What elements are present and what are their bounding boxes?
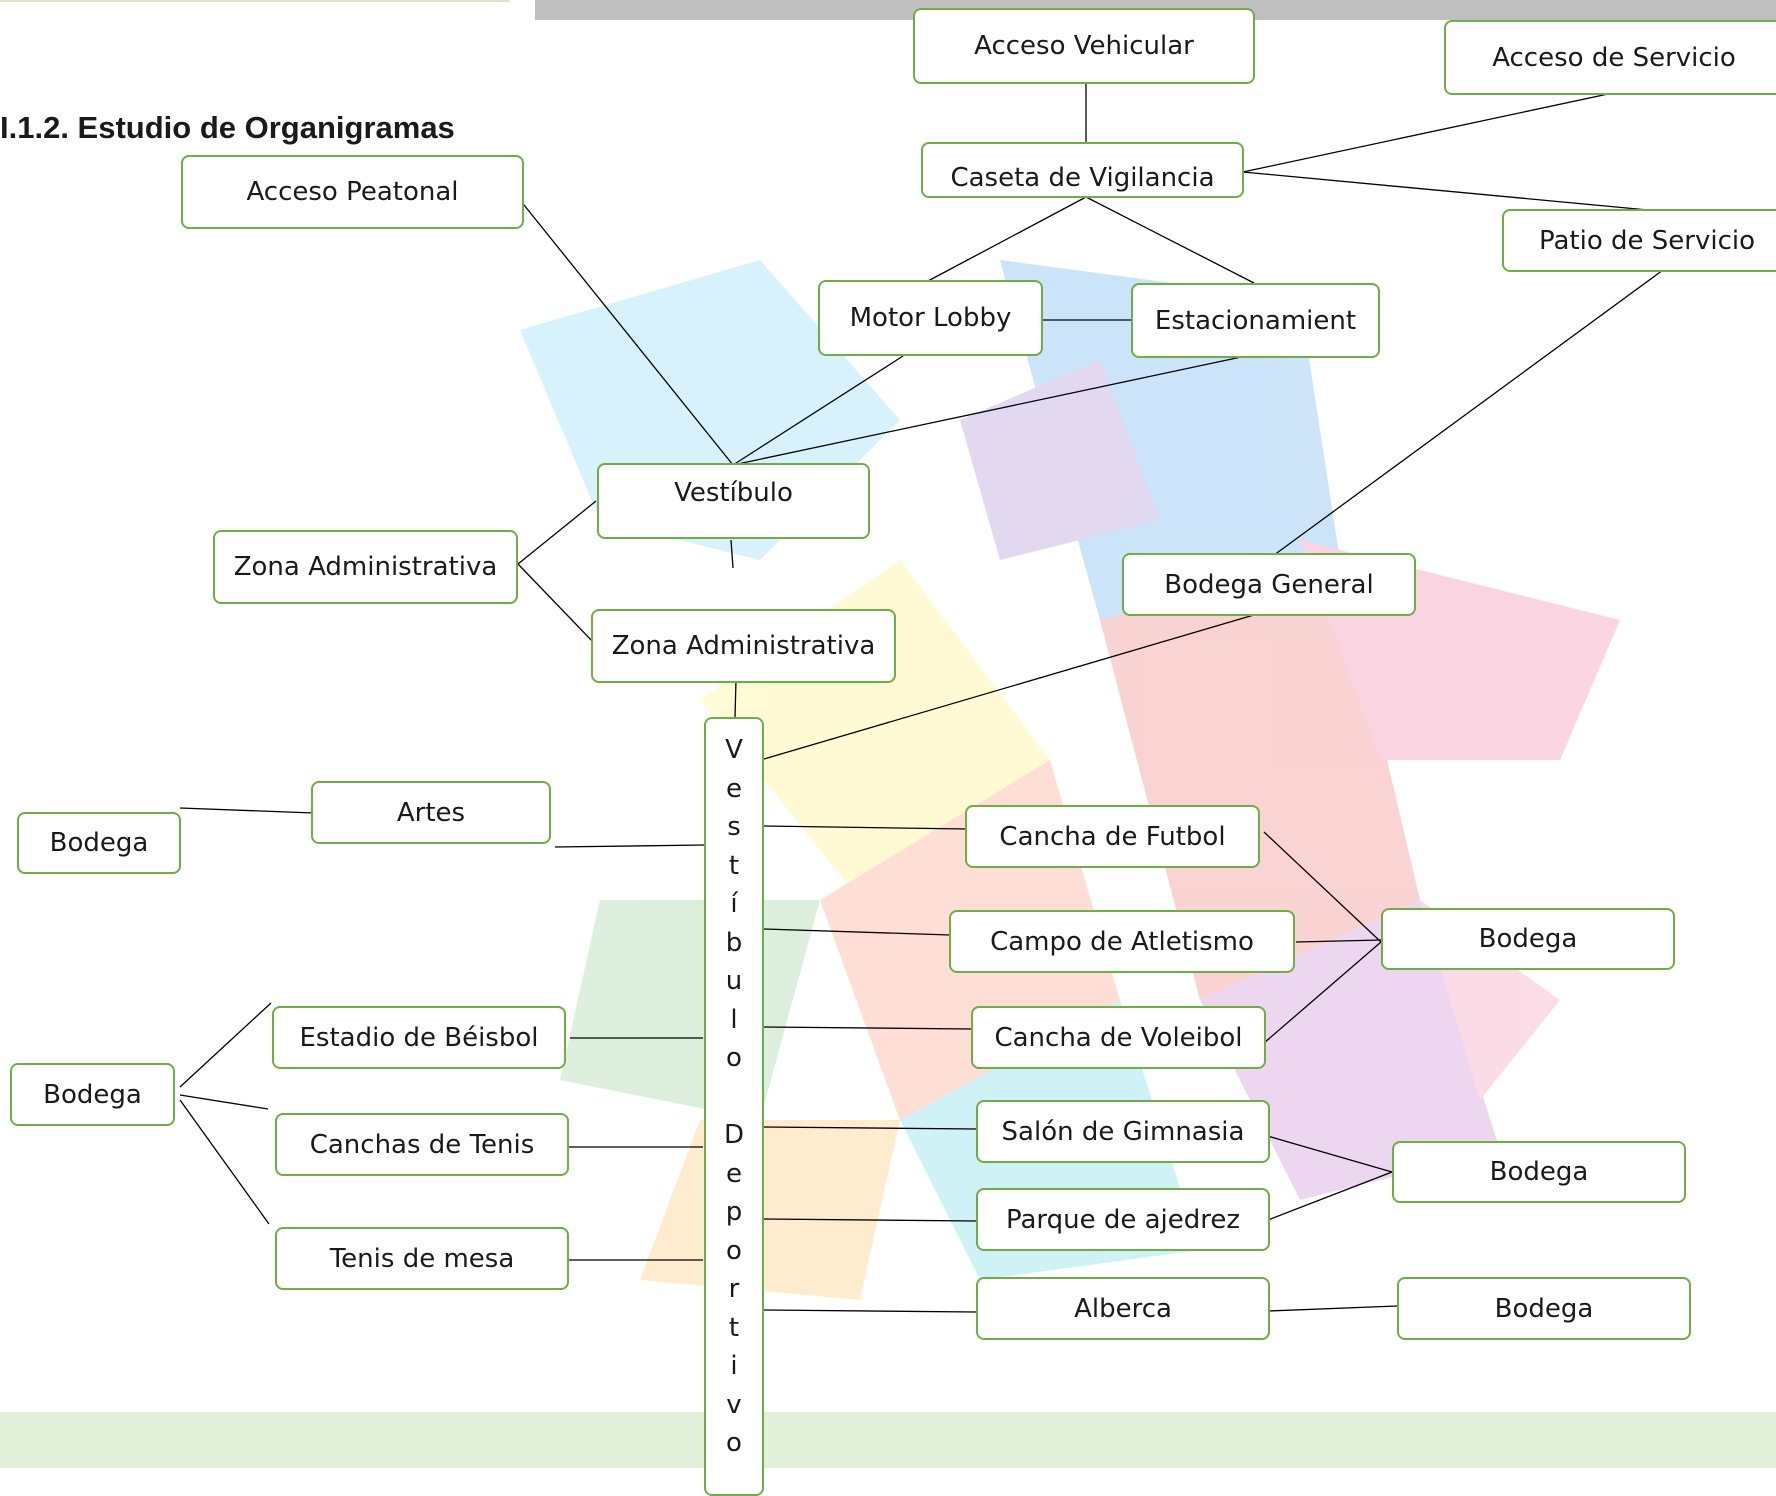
top-rule-left: [0, 0, 510, 2]
bodega-general-box: Bodega General: [1122, 553, 1416, 616]
tenis-mesa-box: Tenis de mesa: [275, 1227, 569, 1290]
vertical-letter: e: [726, 1158, 742, 1189]
cancha-voleibol-box: Cancha de Voleibol: [971, 1006, 1266, 1069]
line-voleibol-bodega: [1263, 941, 1382, 1044]
parque-ajedrez-box: Parque de ajedrez: [976, 1188, 1270, 1251]
line-ajedrez-bodega: [1267, 1171, 1393, 1221]
bodega-left-box: Bodega: [10, 1063, 175, 1126]
vertical-letter: v: [726, 1389, 742, 1420]
line-patio-bodegageneral: [1269, 269, 1664, 559]
bottom-band: [0, 1412, 1776, 1468]
line-admin1-vestibulo: [517, 500, 597, 565]
line-vestibulo-admin2: [730, 539, 734, 569]
line-caseta-motorlobby: [927, 196, 1087, 282]
vertical-letter: t: [728, 1312, 740, 1343]
artes-box: Artes: [311, 781, 551, 844]
line-deportivo-ajedrez: [763, 1218, 977, 1222]
line-alberca-bodega: [1267, 1305, 1398, 1312]
line-deportivo-bodegageneral: [763, 611, 1265, 760]
campo-atletismo-box: Campo de Atletismo: [949, 910, 1295, 973]
vertical-letter: V: [725, 735, 743, 765]
vertical-letter: b: [725, 927, 743, 958]
line-deportivo-gimnasia: [763, 1126, 977, 1130]
vestibulo-deportivo-box: V e s t í b u l o D e p o r t i v o: [704, 717, 764, 1496]
line-bodegaleft-tenismesa: [179, 1099, 270, 1225]
vertical-letter: u: [725, 966, 743, 996]
bodega-canchas-box: Bodega: [1381, 908, 1675, 970]
line-admin1-admin2: [517, 563, 595, 644]
line-caseta-patio: [1242, 171, 1649, 211]
line-caseta-servicio: [1242, 93, 1609, 173]
cancha-futbol-box: Cancha de Futbol: [965, 805, 1260, 868]
line-bodega-artes: [179, 807, 315, 814]
vertical-letter: r: [728, 1274, 740, 1304]
vertical-letter: D: [723, 1120, 745, 1150]
line-caseta-estacionamiento: [1085, 196, 1255, 284]
line-gimnasia-bodega: [1263, 1134, 1393, 1173]
line-peatonal-vestibulo: [519, 199, 734, 466]
vertical-letter: o: [726, 1235, 742, 1266]
line-bodegaleft-tenis: [179, 1094, 269, 1110]
vestibulo-box: Vestíbulo: [597, 463, 870, 539]
salon-gimnasia-box: Salón de Gimnasia: [976, 1100, 1270, 1163]
vertical-letter: í: [730, 889, 738, 919]
caseta-vigilancia-box: Caseta de Vigilancia: [921, 142, 1244, 198]
line-bodegaleft-beisbol: [179, 1002, 272, 1088]
bodega-artes-box: Bodega: [17, 812, 181, 874]
line-atletismo-bodega: [1295, 939, 1382, 943]
vertical-letter: o: [726, 1043, 742, 1073]
acceso-vehicular-box: Acceso Vehicular: [913, 8, 1255, 84]
vertical-letter: t: [728, 850, 740, 881]
bodega-alberca-box: Bodega: [1397, 1277, 1691, 1340]
vertical-letter: i: [730, 1351, 738, 1381]
canchas-tenis-box: Canchas de Tenis: [275, 1113, 569, 1176]
vertical-letter: l: [730, 1004, 738, 1035]
estadio-beisbol-box: Estadio de Béisbol: [272, 1006, 566, 1069]
vertical-letter: p: [725, 1197, 743, 1227]
vertical-letter: e: [726, 773, 742, 804]
line-deportivo-atletismo: [763, 928, 951, 936]
line-motorlobby-vestibulo: [732, 355, 904, 466]
estacionamiento-box: Estacionamient: [1131, 283, 1380, 358]
zona-administrativa-box: Zona Administrativa: [591, 609, 896, 683]
motor-lobby-box: Motor Lobby: [818, 280, 1043, 356]
page-title: I.1.2. Estudio de Organigramas: [0, 110, 455, 145]
line-artes-deportivo: [554, 844, 706, 848]
line-deportivo-voleibol: [763, 1026, 973, 1030]
line-futbol-bodega: [1263, 831, 1382, 943]
line-deportivo-alberca: [763, 1309, 977, 1313]
bodega-gimnasia-box: Bodega: [1392, 1141, 1686, 1203]
vertical-letter: s: [727, 812, 741, 842]
alberca-box: Alberca: [976, 1277, 1270, 1340]
line-deportivo-futbol: [763, 825, 969, 830]
patio-servicio-box: Patio de Servicio: [1502, 209, 1776, 272]
acceso-servicio-box: Acceso de Servicio: [1444, 20, 1776, 95]
acceso-peatonal-box: Acceso Peatonal: [181, 155, 524, 229]
zona-administrativa-left-box: Zona Administrativa: [213, 530, 518, 604]
line-admin2-deportivo: [734, 679, 737, 718]
vertical-letter: o: [726, 1428, 742, 1458]
line-estacionamiento-vestibulo: [732, 355, 1247, 466]
